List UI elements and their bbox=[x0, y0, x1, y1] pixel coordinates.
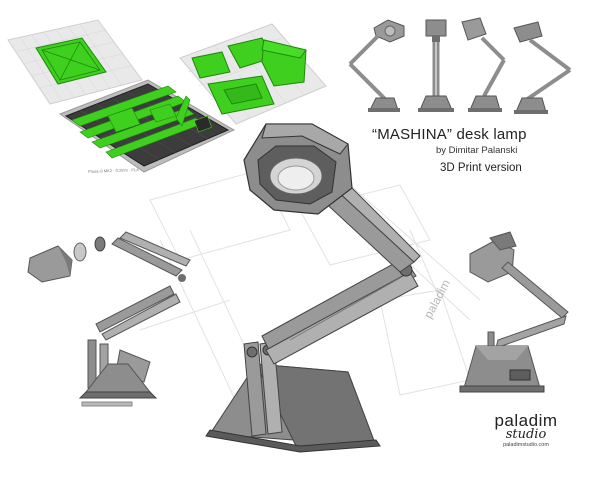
version-label: 3D Print version bbox=[440, 162, 522, 174]
logo-sub-text: studio bbox=[505, 427, 547, 442]
logo-main-text: paladim bbox=[494, 411, 558, 430]
title-block: “MASHINA” desk lamp by Dimitar Palanski … bbox=[372, 126, 592, 174]
logo-url-text: paladimstudio.com bbox=[503, 442, 549, 448]
lamp-view-front bbox=[418, 19, 454, 112]
author-byline: by Dimitar Palanski bbox=[436, 145, 518, 156]
product-title: “MASHINA” desk lamp bbox=[372, 126, 527, 143]
studio-logo: paladim studio paladimstudio.com bbox=[476, 411, 576, 448]
lamp-view-side-1 bbox=[348, 19, 405, 112]
lamp-main-render bbox=[205, 123, 421, 453]
lamp-view-back bbox=[513, 21, 572, 114]
slicer-view-dark-bed bbox=[58, 79, 236, 173]
slicer-view-parts-bed bbox=[179, 23, 327, 125]
lamp-exploded-view bbox=[27, 231, 191, 407]
lamp-rear-view bbox=[459, 231, 569, 393]
lamp-lower-arm bbox=[243, 341, 267, 437]
lamp-view-side-2 bbox=[461, 17, 506, 112]
slicer-view-small-bed bbox=[7, 19, 143, 105]
